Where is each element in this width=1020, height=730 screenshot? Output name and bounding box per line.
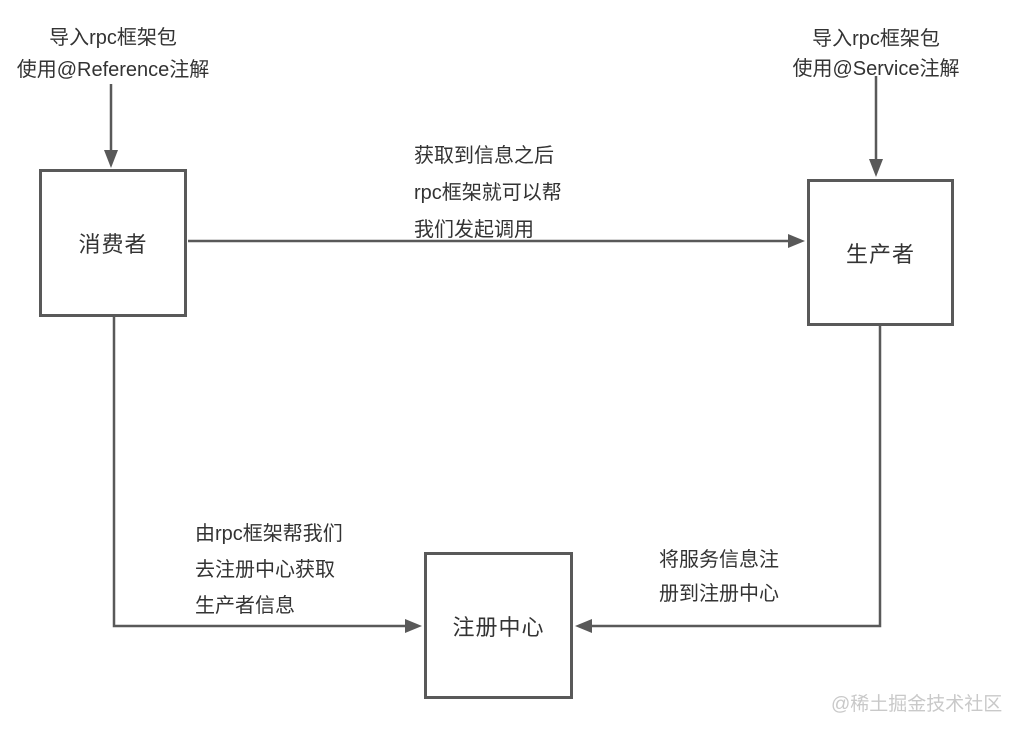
node-registry-label: 注册中心 bbox=[452, 614, 545, 640]
arrow-import-reference-to-consumer bbox=[104, 84, 118, 168]
annotation-consumer-to-registry: 由rpc框架帮我们 去注册中心获取 生产者信息 bbox=[195, 516, 343, 624]
annotation-line: 导入rpc框架包 bbox=[812, 28, 940, 50]
annotation-line: 我们发起调用 bbox=[414, 219, 534, 241]
node-registry: 注册中心 bbox=[424, 552, 573, 699]
annotation-line: 使用@Service注解 bbox=[792, 58, 960, 80]
annotation-line: 生产者信息 bbox=[195, 595, 295, 617]
annotation-producer-to-registry: 将服务信息注 册到注册中心 bbox=[659, 543, 779, 611]
arrow-producer-to-registry bbox=[575, 326, 882, 633]
annotation-line: 获取到信息之后 bbox=[414, 145, 554, 167]
annotation-line: 使用@Reference注解 bbox=[16, 59, 210, 81]
watermark: @稀土掘金技术社区 bbox=[831, 694, 1003, 715]
annotation-line: rpc框架就可以帮 bbox=[414, 182, 562, 204]
node-consumer-label: 消费者 bbox=[78, 232, 148, 257]
annotation-line: 将服务信息注 bbox=[659, 549, 779, 571]
annotation-consumer-to-producer: 获取到信息之后 rpc框架就可以帮 我们发起调用 bbox=[414, 138, 562, 249]
annotation-line: 导入rpc框架包 bbox=[49, 27, 177, 49]
node-consumer: 消费者 bbox=[39, 169, 187, 317]
arrow-import-service-to-producer bbox=[869, 76, 883, 177]
annotation-line: 由rpc框架帮我们 bbox=[195, 523, 343, 545]
node-producer-label: 生产者 bbox=[845, 241, 915, 267]
arrow-consumer-to-registry bbox=[112, 317, 422, 633]
node-producer: 生产者 bbox=[807, 179, 954, 326]
arrow-consumer-to-producer bbox=[188, 234, 805, 248]
annotation-producer-import: 导入rpc框架包 使用@Service注解 bbox=[766, 24, 986, 84]
annotation-line: 去注册中心获取 bbox=[195, 559, 335, 581]
annotation-consumer-import: 导入rpc框架包 使用@Reference注解 bbox=[6, 22, 220, 86]
annotation-line: 册到注册中心 bbox=[659, 583, 779, 605]
